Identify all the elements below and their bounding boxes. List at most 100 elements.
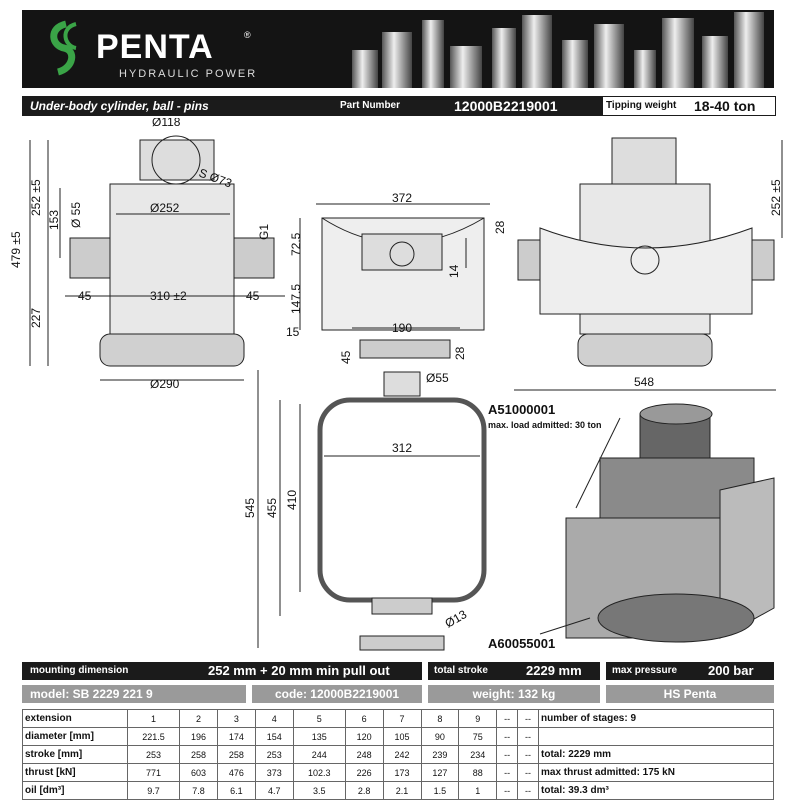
table-cell: 4 (254, 709, 294, 728)
row-note: number of stages: 9 (538, 709, 774, 728)
table-cell: 4.7 (254, 781, 294, 800)
table-cell: 258 (216, 745, 256, 764)
table-cell: -- (496, 745, 519, 764)
table-cell: 2.1 (382, 781, 422, 800)
table-cell: 476 (216, 763, 256, 782)
dim-h28b: 28 (453, 346, 467, 360)
dim-g1: G1 (257, 224, 271, 240)
table-cell: -- (517, 781, 539, 800)
part-number-value: 12000B2219001 (454, 98, 558, 114)
table-cell: 221.5 (126, 727, 181, 746)
table-cell: 1 (458, 781, 498, 800)
table-cell: 1.5 (420, 781, 460, 800)
model-cell: model: SB 2229 221 9 (22, 685, 246, 703)
table-cell: 2 (179, 709, 218, 728)
table-cell: 258 (179, 745, 218, 764)
table-cell: 105 (382, 727, 422, 746)
dim-h45: 45 (339, 350, 353, 364)
tipping-weight-label: Tipping weight (606, 100, 677, 111)
dim-h227: 227 (29, 308, 43, 328)
dim-h28a: 28 (493, 220, 507, 234)
table-cell: 234 (458, 745, 498, 764)
max-pressure-row: max pressure 200 bar (606, 662, 774, 680)
dim-d118: Ø118 (152, 118, 181, 129)
table-cell: 75 (458, 727, 498, 746)
table-cell: 2.8 (344, 781, 384, 800)
row-label: stroke [mm] (22, 745, 128, 764)
product-title: Under-body cylinder, ball - pins (30, 99, 209, 113)
table-cell: 226 (344, 763, 384, 782)
code-cell: code: 12000B2219001 (252, 685, 422, 703)
cylinder-render (539, 403, 775, 643)
row-note: total: 2229 mm (538, 745, 774, 764)
table-cell: 88 (458, 763, 498, 782)
dim-h153: 153 (47, 210, 61, 230)
row-label: oil [dm³] (22, 781, 128, 800)
frame-view (257, 370, 487, 651)
dim-h14: 14 (447, 264, 461, 278)
accessory-code-1: A51000001 (488, 402, 555, 417)
table-cell: 6 (344, 709, 384, 728)
cylinders-photo (352, 12, 764, 88)
row-note (538, 727, 774, 746)
table-cell: 6.1 (216, 781, 256, 800)
weight-value: weight: 132 kg (472, 687, 556, 701)
table-cell: 239 (420, 745, 460, 764)
total-stroke-value: 2229 mm (526, 663, 582, 678)
total-stroke-row: total stroke 2229 mm (428, 662, 600, 680)
table-cell: 253 (126, 745, 181, 764)
table-cell: 173 (382, 763, 422, 782)
table-cell: -- (496, 727, 519, 746)
code-value: code: 12000B2219001 (274, 687, 400, 701)
dim-d55: Ø 55 (69, 202, 83, 228)
table-cell: 9.7 (126, 781, 181, 800)
weight-cell: weight: 132 kg (428, 685, 600, 703)
brand-value: HS Penta (663, 687, 717, 701)
side-view (299, 203, 490, 359)
max-pressure-label: max pressure (612, 665, 678, 676)
brand-tagline: HYDRAULIC POWER (119, 68, 258, 80)
banner-graphic (50, 12, 764, 88)
tipping-weight-value: 18-40 ton (694, 98, 756, 114)
brand-cell: HS Penta (606, 685, 774, 703)
total-stroke-label: total stroke (434, 665, 488, 676)
dim-d13: Ø13 (443, 607, 470, 631)
table-cell: 90 (420, 727, 460, 746)
tipping-weight-box (602, 96, 776, 116)
table-cell: 127 (420, 763, 460, 782)
dim-w372: 372 (392, 191, 412, 205)
dim-h72: 72.5 (289, 232, 303, 256)
table-cell: 244 (292, 745, 346, 764)
table-cell: -- (496, 781, 519, 800)
dim-h147: 147.5 (289, 284, 303, 314)
max-pressure-value: 200 bar (708, 663, 754, 678)
row-label: diameter [mm] (22, 727, 128, 746)
row-label: extension (22, 709, 128, 728)
table-cell: 242 (382, 745, 422, 764)
right-view (514, 137, 783, 391)
table-cell: 3.5 (292, 781, 346, 800)
row-note: max thrust admitted: 175 kN (538, 763, 774, 782)
part-number-label: Part Number (340, 100, 401, 111)
dim-d55b: Ø55 (426, 371, 449, 385)
table-cell: 373 (254, 763, 294, 782)
accessory-note-1: max. load admitted: 30 ton (488, 420, 602, 430)
table-cell: 3 (216, 709, 256, 728)
table-cell: -- (496, 709, 519, 728)
table-cell: 9 (458, 709, 498, 728)
dim-w312: 312 (392, 441, 412, 455)
dim-d252: Ø252 (150, 201, 180, 215)
table-cell: 196 (179, 727, 218, 746)
table-cell: -- (517, 709, 539, 728)
dim-h252: 252 ±5 (29, 179, 43, 216)
table-cell: 248 (344, 745, 384, 764)
table-cell: 8 (420, 709, 460, 728)
table-cell: -- (517, 745, 539, 764)
logo-icon (50, 20, 77, 76)
technical-drawing: Ø118 S Ø73 Ø252 252 ±5 479 ±5 153 Ø 55 2… (9, 118, 783, 651)
